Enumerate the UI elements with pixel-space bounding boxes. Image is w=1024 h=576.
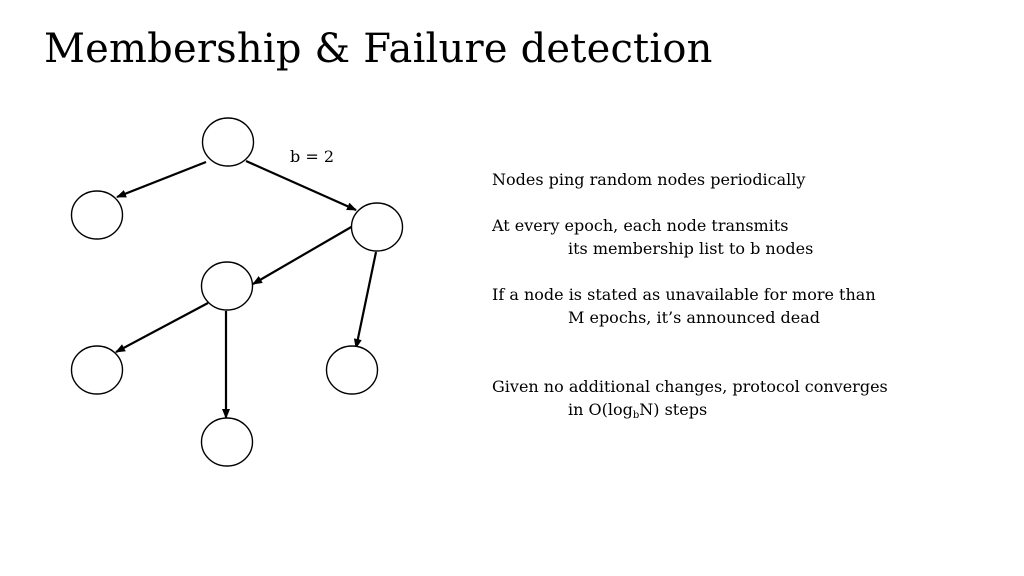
tree-node-root bbox=[201, 117, 255, 167]
tree-node-lower-right-leaf bbox=[325, 345, 379, 395]
tree-node-bottom-leaf bbox=[200, 417, 254, 467]
note-epoch: At every epoch, each node transmits bbox=[492, 216, 789, 235]
note-converge-cont: in O(logbN) steps bbox=[492, 398, 888, 421]
tree-node-right-child bbox=[350, 202, 404, 252]
edge-right-child-to-mid-node bbox=[252, 225, 354, 285]
notes-block: Nodes ping random nodes periodically At … bbox=[492, 168, 888, 421]
complexity-prefix: in O(log bbox=[568, 400, 633, 419]
edge-root-to-right-child bbox=[245, 159, 357, 212]
tree-node-mid bbox=[200, 261, 254, 311]
edge-root-to-left-child bbox=[116, 160, 207, 199]
note-converge: Given no additional changes, protocol co… bbox=[492, 377, 888, 396]
slide-title: Membership & Failure detection bbox=[44, 26, 713, 72]
fanout-label: b = 2 bbox=[290, 147, 334, 166]
note-unavailable: If a node is stated as unavailable for m… bbox=[492, 285, 876, 304]
tree-node-left-child bbox=[70, 190, 124, 240]
note-epoch-cont: its membership list to b nodes bbox=[568, 239, 814, 258]
note-unavailable-cont: M epochs, it’s announced dead bbox=[568, 308, 821, 327]
complexity-suffix: N) steps bbox=[639, 400, 708, 419]
log-base-subscript: b bbox=[632, 410, 640, 421]
edge-right-child-to-lower-right-leaf bbox=[353, 251, 378, 349]
edge-mid-node-to-lower-left-leaf bbox=[115, 302, 209, 353]
note-ping: Nodes ping random nodes periodically bbox=[492, 170, 806, 189]
tree-node-lower-left-leaf bbox=[70, 345, 124, 395]
